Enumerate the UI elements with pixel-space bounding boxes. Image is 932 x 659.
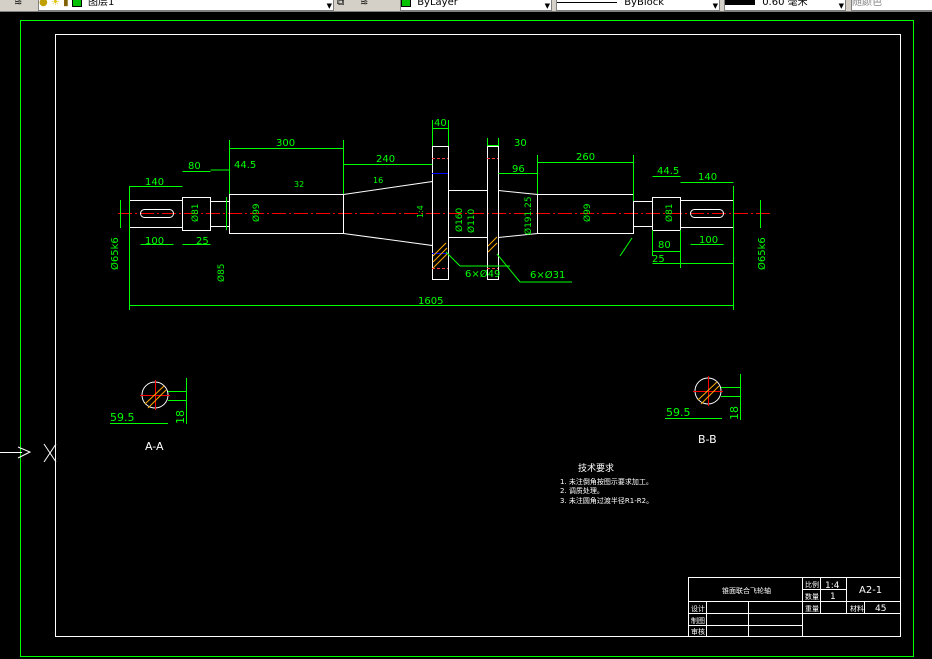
dim-phi160: Ø160 bbox=[454, 207, 465, 232]
notes-line2: 2. 调质处理。 bbox=[560, 486, 604, 495]
dim-100-left: 100 bbox=[145, 236, 164, 247]
section-texts: 59.5 18 59.5 18 bbox=[110, 406, 741, 424]
chevron-down-icon[interactable]: ▼ bbox=[838, 2, 844, 10]
dim-phi99-left: Ø99 bbox=[251, 203, 262, 222]
dim-40: 40 bbox=[434, 118, 447, 129]
notes-line3: 3. 未注圆角过渡半径R1-R2。 bbox=[560, 496, 653, 505]
linetype-dropdown[interactable]: ByBlock ▼ bbox=[556, 0, 720, 11]
qty-value: 1 bbox=[830, 592, 836, 602]
notes-line1: 1. 未注倒角按图示要求加工。 bbox=[560, 477, 653, 486]
dim-300: 300 bbox=[276, 138, 295, 149]
lineweight-value: 0.60 毫米 bbox=[762, 0, 808, 8]
dim-phi191: Ø191.25 bbox=[523, 196, 534, 235]
dim-16: 16 bbox=[373, 176, 383, 185]
title-block-texts: 锥面联合飞轮轴 比例 1:4 数量 1 A2-1 重量 材料 45 设计 制图 … bbox=[691, 580, 886, 636]
color-dropdown[interactable]: ByLayer ▼ bbox=[400, 0, 552, 11]
material-value: 45 bbox=[875, 604, 886, 614]
dim-44-5-right: 44.5 bbox=[657, 166, 679, 177]
dim-32: 32 bbox=[294, 180, 304, 189]
shaft-outline bbox=[129, 146, 734, 280]
properties-toolbar: ≋ ● ☀ ▮ 图层1 ▼ ⧉ ≋ ByLayer ▼ ByBlock ▼ 0.… bbox=[0, 0, 932, 12]
color-value: ByLayer bbox=[417, 0, 458, 8]
dim-30: 30 bbox=[514, 138, 527, 149]
dim-25-left: 25 bbox=[196, 236, 209, 247]
plotstyle-value: 随颜色 bbox=[852, 0, 882, 8]
layer-color-swatch bbox=[71, 0, 82, 7]
section-captions: A-A B-B bbox=[145, 433, 717, 453]
scale-label: 比例 bbox=[805, 580, 819, 589]
bb-dim-w: 59.5 bbox=[666, 406, 691, 419]
chevron-down-icon[interactable]: ▼ bbox=[326, 2, 332, 10]
aa-dim-w: 59.5 bbox=[110, 411, 135, 424]
notes-title: 技术要求 bbox=[578, 462, 614, 474]
chevron-down-icon[interactable]: ▼ bbox=[712, 2, 718, 10]
hidden-lines bbox=[432, 173, 448, 254]
dimension-lines bbox=[120, 120, 761, 310]
bb-label: B-B bbox=[698, 433, 717, 446]
dim-phi81-left: Ø81 bbox=[190, 203, 201, 222]
dim-100-right: 100 bbox=[699, 235, 718, 246]
qty-label: 数量 bbox=[805, 592, 819, 601]
drawing-canvas[interactable]: 1605 140 80 44.5 300 240 40 30 96 260 44… bbox=[0, 12, 932, 659]
ucs-icon bbox=[0, 443, 57, 463]
drawing-frame bbox=[55, 34, 901, 637]
dim-phi110: Ø110 bbox=[466, 208, 477, 233]
aa-label: A-A bbox=[145, 440, 164, 453]
chevron-down-icon[interactable]: ▼ bbox=[544, 2, 550, 10]
bb-dim-h: 18 bbox=[728, 406, 741, 420]
dim-phi65k6-left: Ø65k6 bbox=[109, 237, 121, 270]
dim-holes-49: 6×Ø49 bbox=[465, 268, 500, 280]
section-hatch bbox=[432, 236, 498, 269]
dim-phi99-right: Ø99 bbox=[582, 203, 593, 222]
layer-name: 图层1 bbox=[87, 0, 115, 8]
dim-96: 96 bbox=[512, 164, 525, 175]
layer-dropdown[interactable]: ● ☀ ▮ 图层1 ▼ bbox=[38, 0, 334, 11]
linetype-value: ByBlock bbox=[624, 0, 665, 8]
flange-hole-lines bbox=[432, 158, 498, 269]
sun-icon: ☀ bbox=[50, 0, 60, 8]
section-a-a-view bbox=[110, 378, 187, 424]
dim-140-right: 140 bbox=[698, 172, 717, 183]
material-label: 材料 bbox=[850, 604, 864, 613]
layer-manager-icon[interactable]: ≋ bbox=[14, 0, 34, 10]
plotstyle-dropdown[interactable]: 随颜色 bbox=[851, 0, 932, 11]
lineweight-swatch bbox=[725, 0, 755, 5]
lock-icon: ▮ bbox=[63, 0, 69, 8]
dim-taper: 1:4 bbox=[416, 205, 425, 218]
dim-phi85: Ø85 bbox=[216, 263, 227, 282]
dim-overall-length: 1605 bbox=[418, 296, 443, 307]
title-block bbox=[688, 577, 901, 637]
dim-phi81-right: Ø81 bbox=[664, 203, 675, 222]
color-swatch bbox=[401, 0, 411, 7]
drawing-no: A2-1 bbox=[859, 585, 882, 596]
dim-25-right: 25 bbox=[652, 254, 665, 265]
dim-80-left: 80 bbox=[188, 161, 201, 172]
layer-previous-icon[interactable]: ≋ bbox=[360, 0, 380, 10]
scale-value: 1:4 bbox=[825, 581, 840, 591]
lightbulb-icon: ● bbox=[39, 0, 48, 8]
lineweight-dropdown[interactable]: 0.60 毫米 ▼ bbox=[724, 0, 846, 11]
dim-80-right: 80 bbox=[658, 240, 671, 251]
technical-notes: 技术要求 1. 未注倒角按图示要求加工。 2. 调质处理。 3. 未注圆角过渡半… bbox=[560, 462, 653, 505]
dim-44-5-left: 44.5 bbox=[234, 160, 256, 171]
dim-140-left: 140 bbox=[145, 177, 164, 188]
paper-border bbox=[20, 20, 914, 657]
dim-260: 260 bbox=[576, 152, 595, 163]
dimension-texts: 1605 140 80 44.5 300 240 40 30 96 260 44… bbox=[109, 118, 768, 307]
make-current-layer-icon[interactable]: ⧉ bbox=[337, 0, 357, 10]
section-b-b-view bbox=[665, 374, 741, 420]
draw-label: 制图 bbox=[691, 616, 705, 625]
design-label: 设计 bbox=[691, 604, 705, 613]
linetype-swatch bbox=[557, 1, 617, 3]
aa-dim-h: 18 bbox=[174, 410, 187, 424]
dim-phi65k6-right: Ø65k6 bbox=[756, 237, 768, 270]
weight-label: 重量 bbox=[805, 605, 819, 613]
part-name: 锥面联合飞轮轴 bbox=[722, 586, 771, 595]
review-label: 审核 bbox=[691, 627, 705, 636]
dim-240: 240 bbox=[376, 154, 395, 165]
dim-holes-31: 6×Ø31 bbox=[530, 269, 565, 281]
